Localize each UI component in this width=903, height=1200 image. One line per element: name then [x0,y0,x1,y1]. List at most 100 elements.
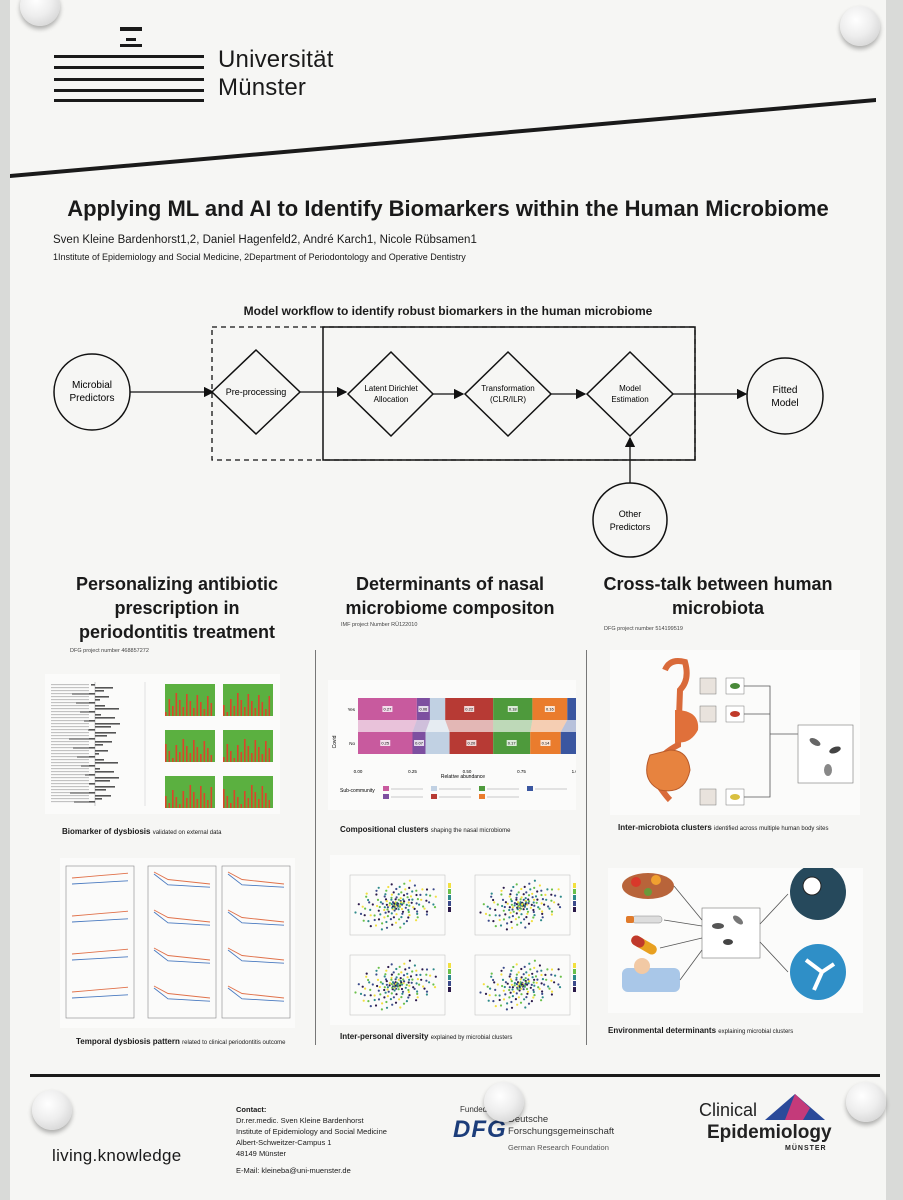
scatter-point [490,972,493,975]
scatter-point [407,996,410,999]
scatter-point [403,882,406,885]
scatter-point [501,898,505,901]
scatter-point [402,974,406,977]
scatter-point [371,903,374,906]
scatter-point [367,978,370,982]
scatter-point [526,912,529,915]
scatter-point [498,998,501,1002]
scatter-point [498,994,501,997]
dysbiosis-bar [179,700,181,716]
scatter-point [533,966,536,969]
bar-segment [425,732,450,754]
scatter-point [373,998,376,1002]
scatter-point [523,885,526,888]
dysbiosis-bar [210,755,213,762]
column2-caption1: Compositional clusters shaping the nasal… [340,825,511,834]
scatter-point [392,891,395,894]
legend-swatch [431,786,437,791]
scatter-point [404,986,407,989]
dysbiosis-bar [247,798,250,808]
dysbiosis-bar [196,695,199,716]
contact-block: Contact: Dr.rer.medic. Sven Kleine Barde… [236,1105,387,1175]
poster: Universität Münster Applying ML and AI t… [10,0,886,1200]
scatter-point [520,983,524,986]
scatter-point [398,885,401,888]
scatter-point [536,978,539,981]
flow-band [560,720,576,732]
scatter-point [548,907,551,910]
scatter-point [390,963,393,966]
contact-email[interactable]: E-Mail: kleineba@uni-muenster.de [236,1166,351,1175]
scatter-point [425,968,429,971]
scatter-point [534,895,538,898]
dfg-name: Deutsche Forschungsgemeinschaft [508,1114,615,1137]
scatter-point [494,988,497,991]
scatter-point [402,902,405,905]
scatter-point [425,990,429,993]
microbial-label-2: Predictors [69,393,114,404]
scatter-point [526,992,529,995]
scatter-point [515,978,518,981]
colorbar-step [573,963,576,968]
scatter-point [376,984,379,988]
scatter-point [500,973,503,976]
lda-node [346,350,435,438]
scatter-point [540,893,543,897]
scatter-point [378,985,381,989]
topic-bar [95,759,104,761]
dysbiosis-bar [265,793,267,808]
scatter-point [402,978,405,981]
scatter-point [531,972,534,975]
dysbiosis-bar [223,705,225,716]
dysbiosis-bar [165,712,167,716]
scatter-point [559,895,562,898]
scatter-point [520,967,523,971]
scatter-point [422,905,425,908]
scatter-point [528,882,531,885]
scatter-point [540,919,543,922]
scatter-point [508,988,511,992]
scatter-point [381,902,384,905]
scatter-point [390,983,393,986]
data-label-bg [382,706,393,712]
scatter-point [490,892,493,895]
scatter-point [494,914,497,917]
scatter-point [393,902,396,905]
scatter-point [397,978,400,981]
scatter-point [408,886,411,889]
scatter-point [488,994,491,997]
scatter-point [408,879,411,882]
scatter-point [391,981,395,984]
scatter-point [550,979,553,982]
dysbiosis-bar [254,792,257,808]
scatter-point [545,898,548,901]
scatter-point [548,987,551,990]
colorbar-step [448,963,451,968]
scatter-point [410,981,413,984]
dysbiosis-bar [230,699,232,716]
scatter-point [540,969,543,972]
series-line [71,918,129,923]
flow-band [358,720,417,732]
footer-rule [30,1074,880,1077]
clinical-epi-logo-line2: Epidemiology [707,1122,832,1143]
dysbiosis-bar [207,800,209,808]
scatter-point [377,909,380,912]
scatter-point [509,978,513,981]
scatter-point [406,972,409,975]
scatter-point [393,989,396,992]
scatter-point [494,908,497,911]
scatter-point [401,910,405,913]
dysbiosis-bar [179,752,181,762]
scatter-point [531,892,534,895]
bar-segment [560,732,576,754]
scatter-point [376,898,380,901]
scatter-point [369,988,372,991]
scatter-point [540,973,543,977]
environment-figure [608,868,863,1013]
series-line [71,948,129,955]
dysbiosis-bar [258,747,260,762]
x-tick-label: 0.25 [408,769,417,774]
preprocessing-label: Pre-processing [226,387,287,397]
scatter-point [354,911,357,914]
